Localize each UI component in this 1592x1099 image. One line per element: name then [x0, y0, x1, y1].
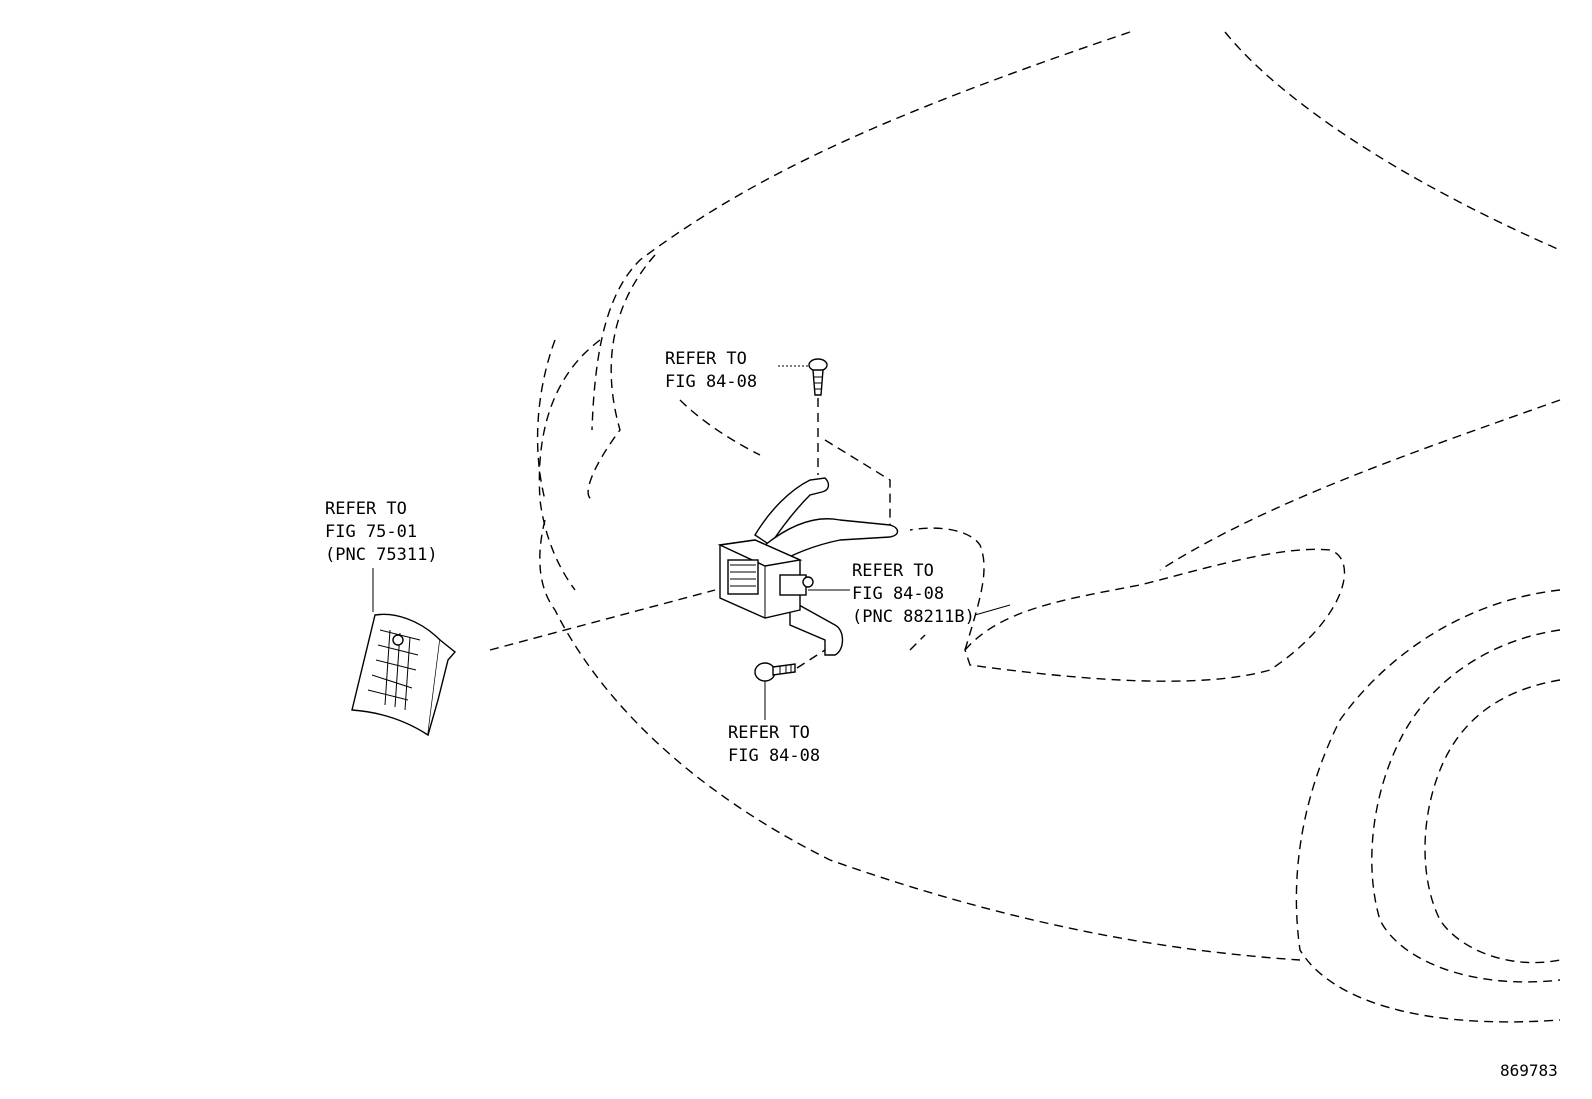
- bottom-bolt-icon: [754, 662, 796, 682]
- top-bolt-icon: [808, 358, 828, 396]
- callout-harness: REFER TO FIG 84-08 (PNC 88211B): [852, 561, 975, 627]
- sensor-bracket: [754, 477, 899, 656]
- grille-emblem: [351, 613, 457, 737]
- callout-top-bolt-line2: FIG 84-08: [665, 372, 757, 392]
- callout-harness-line3: (PNC 88211B): [852, 607, 975, 627]
- callout-bottom-bolt-line2: FIG 84-08: [728, 746, 820, 766]
- callout-top-bolt-line1: REFER TO: [665, 349, 747, 369]
- callout-grille-line1: REFER TO: [325, 499, 407, 519]
- callout-bottom-bolt-line1: REFER TO: [728, 723, 810, 743]
- leader-lines: [372, 365, 1011, 720]
- callout-harness-line1: REFER TO: [852, 561, 934, 581]
- callout-grille-line2: FIG 75-01: [325, 522, 417, 542]
- radar-sensor: [717, 539, 814, 619]
- callout-grille-emblem: REFER TO FIG 75-01 (PNC 75311): [325, 499, 438, 565]
- callout-grille-line3: (PNC 75311): [325, 545, 438, 565]
- callout-bottom-bolt: REFER TO FIG 84-08: [728, 723, 820, 766]
- vehicle-outline: [536, 31, 1561, 1023]
- callout-harness-line2: FIG 84-08: [852, 584, 944, 604]
- illustration-number: 869783: [1500, 1061, 1558, 1080]
- callout-top-bolt: REFER TO FIG 84-08: [665, 349, 757, 392]
